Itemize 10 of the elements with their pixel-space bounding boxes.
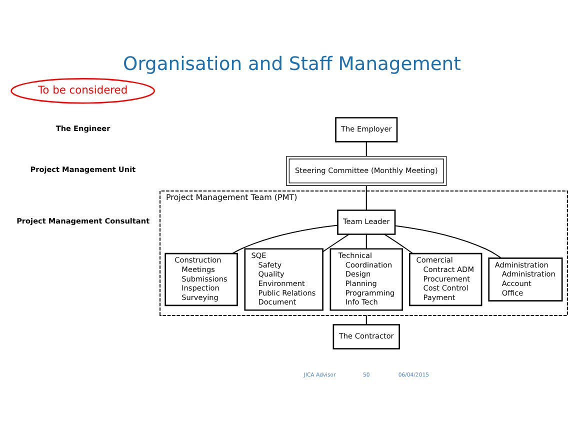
connector xyxy=(394,224,502,258)
connector xyxy=(366,140,367,156)
diagram-title: Organisation and Staff Management xyxy=(123,54,461,75)
connector xyxy=(322,233,350,252)
connector xyxy=(366,184,367,210)
connector xyxy=(366,314,367,325)
connector xyxy=(384,233,414,254)
connector xyxy=(232,224,338,254)
node-ellipse: To be considered xyxy=(10,78,156,104)
connector xyxy=(366,234,367,249)
